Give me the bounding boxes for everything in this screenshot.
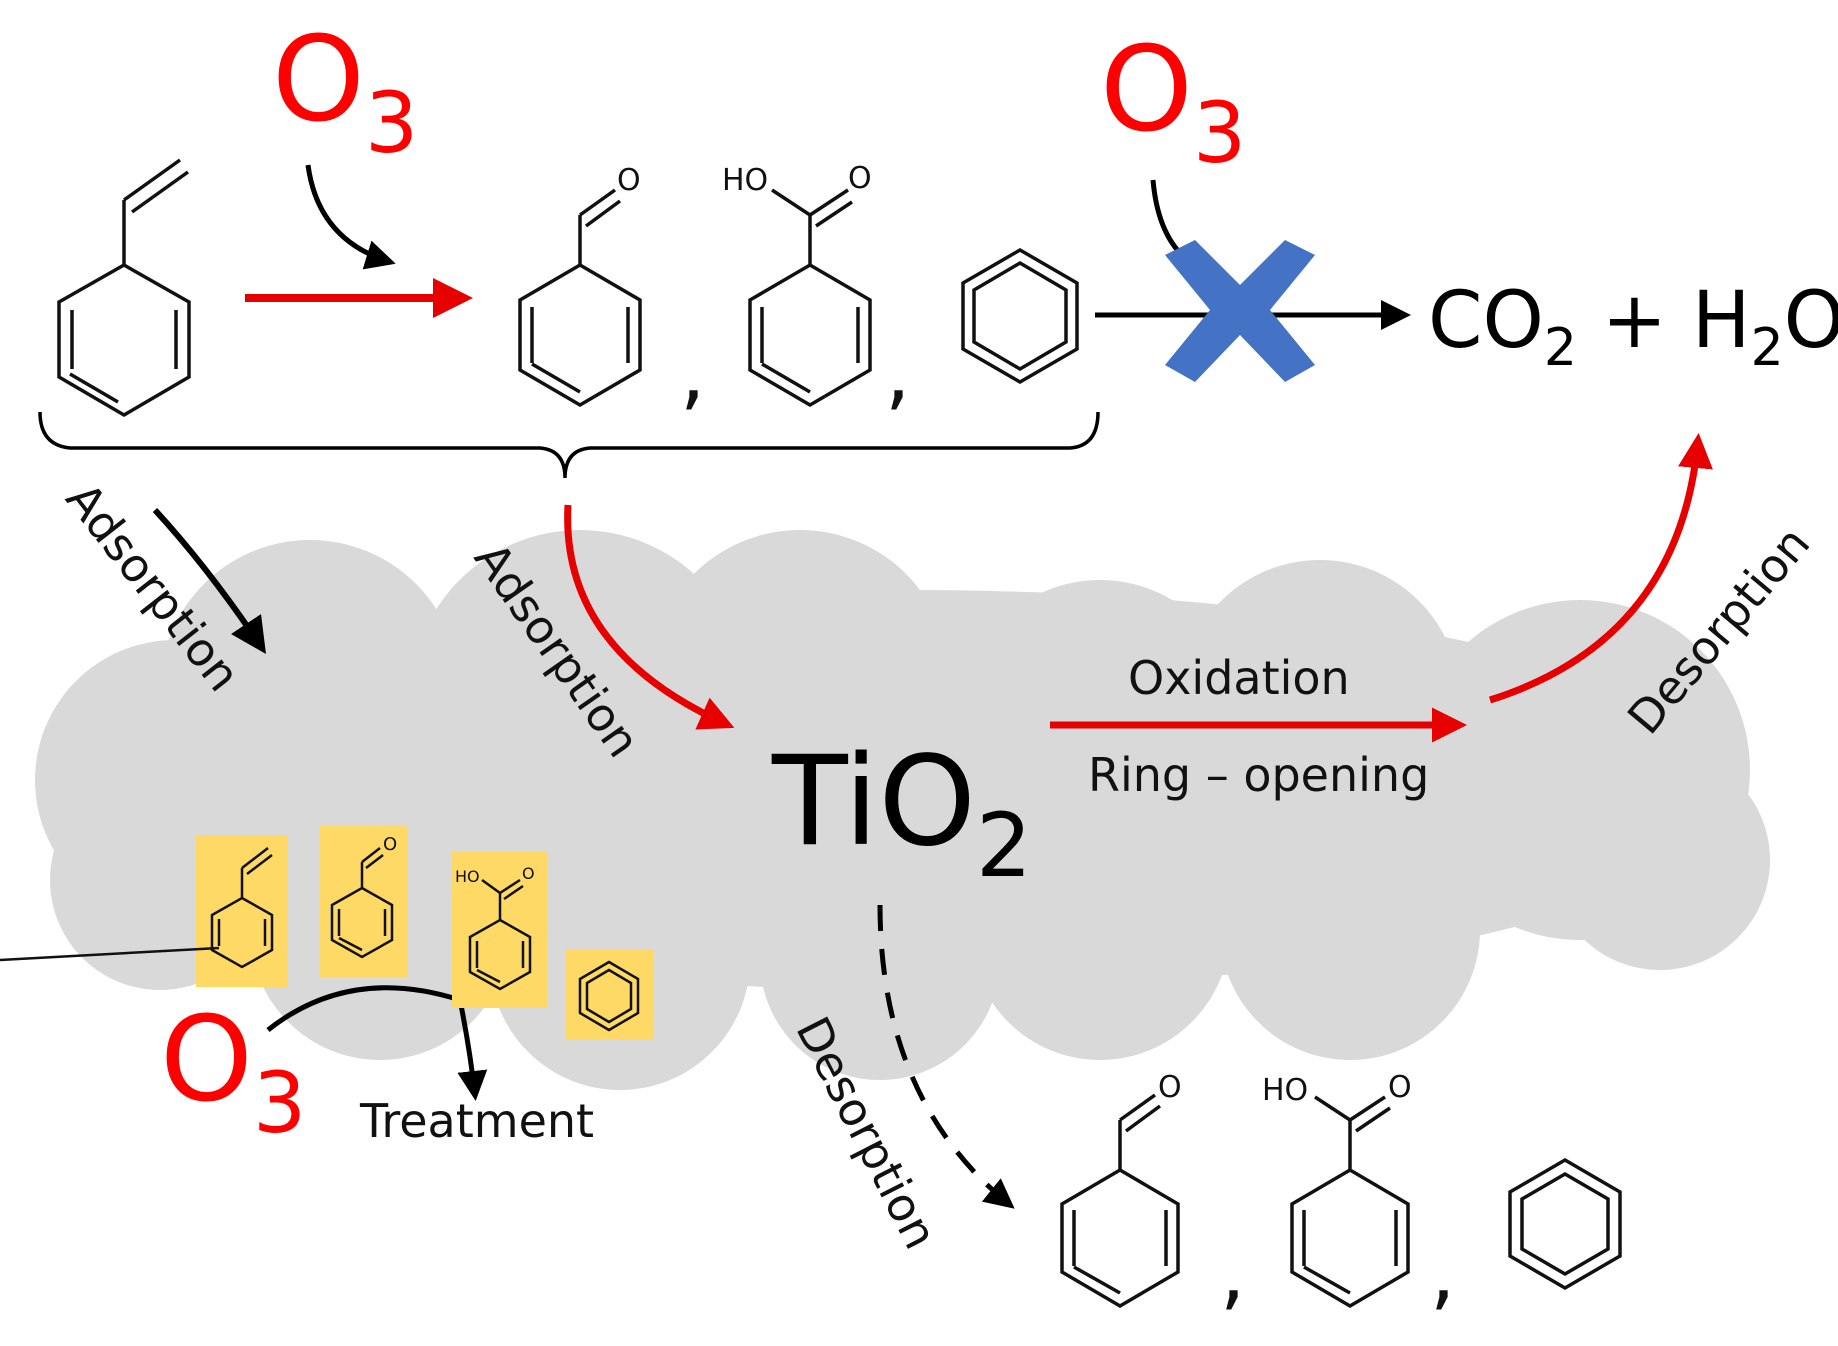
benzene-molecule xyxy=(961,247,1079,385)
ozone-label-top-right: O3 xyxy=(1100,20,1247,182)
products-co2-h2o: CO2 + H2O xyxy=(1428,276,1838,378)
comma-separator: , xyxy=(680,326,705,419)
adsorbed-benzoic-acid: HO O xyxy=(452,852,547,1008)
ozone-label-top-left: O3 xyxy=(272,10,419,172)
oxidation-label: Oxidation xyxy=(1128,651,1350,705)
benzaldehyde-o-label: O xyxy=(617,163,641,198)
benzoic-acid-molecule xyxy=(748,188,872,408)
desorbed-benzaldehyde-o-label: O xyxy=(1158,1070,1182,1105)
benzoic-acid-ho-label: HO xyxy=(722,163,768,198)
ozone-label-bottom: O3 xyxy=(160,990,307,1152)
tio2-label: TiO2 xyxy=(772,730,1032,897)
grouping-brace xyxy=(38,411,1100,479)
desorbed-benzoic-acid xyxy=(1290,1095,1410,1309)
ring-opening-label: Ring – opening xyxy=(1088,748,1430,802)
desorption-arrow-bottom xyxy=(877,904,1015,1209)
desorbed-benzene xyxy=(1508,1157,1622,1291)
benzoic-acid-o-label: O xyxy=(848,161,872,196)
adsorbed-benzaldehyde-o-label: O xyxy=(383,834,397,855)
desorption-arrow-right xyxy=(1488,433,1713,704)
comma-separator: , xyxy=(1220,1226,1245,1319)
treatment-label: Treatment xyxy=(360,1094,595,1148)
adsorbed-benzene xyxy=(565,950,653,1040)
adsorbed-benzoic-acid-ho-label: HO xyxy=(455,867,480,886)
comma-separator: , xyxy=(1430,1226,1455,1319)
adsorbed-benzoic-acid-o-label: O xyxy=(522,864,535,883)
adsorption-arrow-center xyxy=(564,504,735,730)
adsorbed-benzaldehyde: O xyxy=(320,825,408,977)
adsorption-arrow-left xyxy=(152,507,266,654)
blue-x-cross-icon xyxy=(1165,240,1315,382)
comma-separator: , xyxy=(885,326,910,419)
desorbed-benzoic-acid-ho-label: HO xyxy=(1262,1073,1308,1108)
desorbed-benzaldehyde xyxy=(1060,1093,1180,1309)
adsorbed-styrene xyxy=(0,835,288,987)
ozone-curved-arrow xyxy=(305,164,396,270)
benzaldehyde-molecule xyxy=(518,188,642,408)
treatment-arrow xyxy=(266,985,488,1101)
desorbed-benzoic-acid-o-label: O xyxy=(1388,1070,1412,1105)
styrene-molecule xyxy=(57,158,191,418)
